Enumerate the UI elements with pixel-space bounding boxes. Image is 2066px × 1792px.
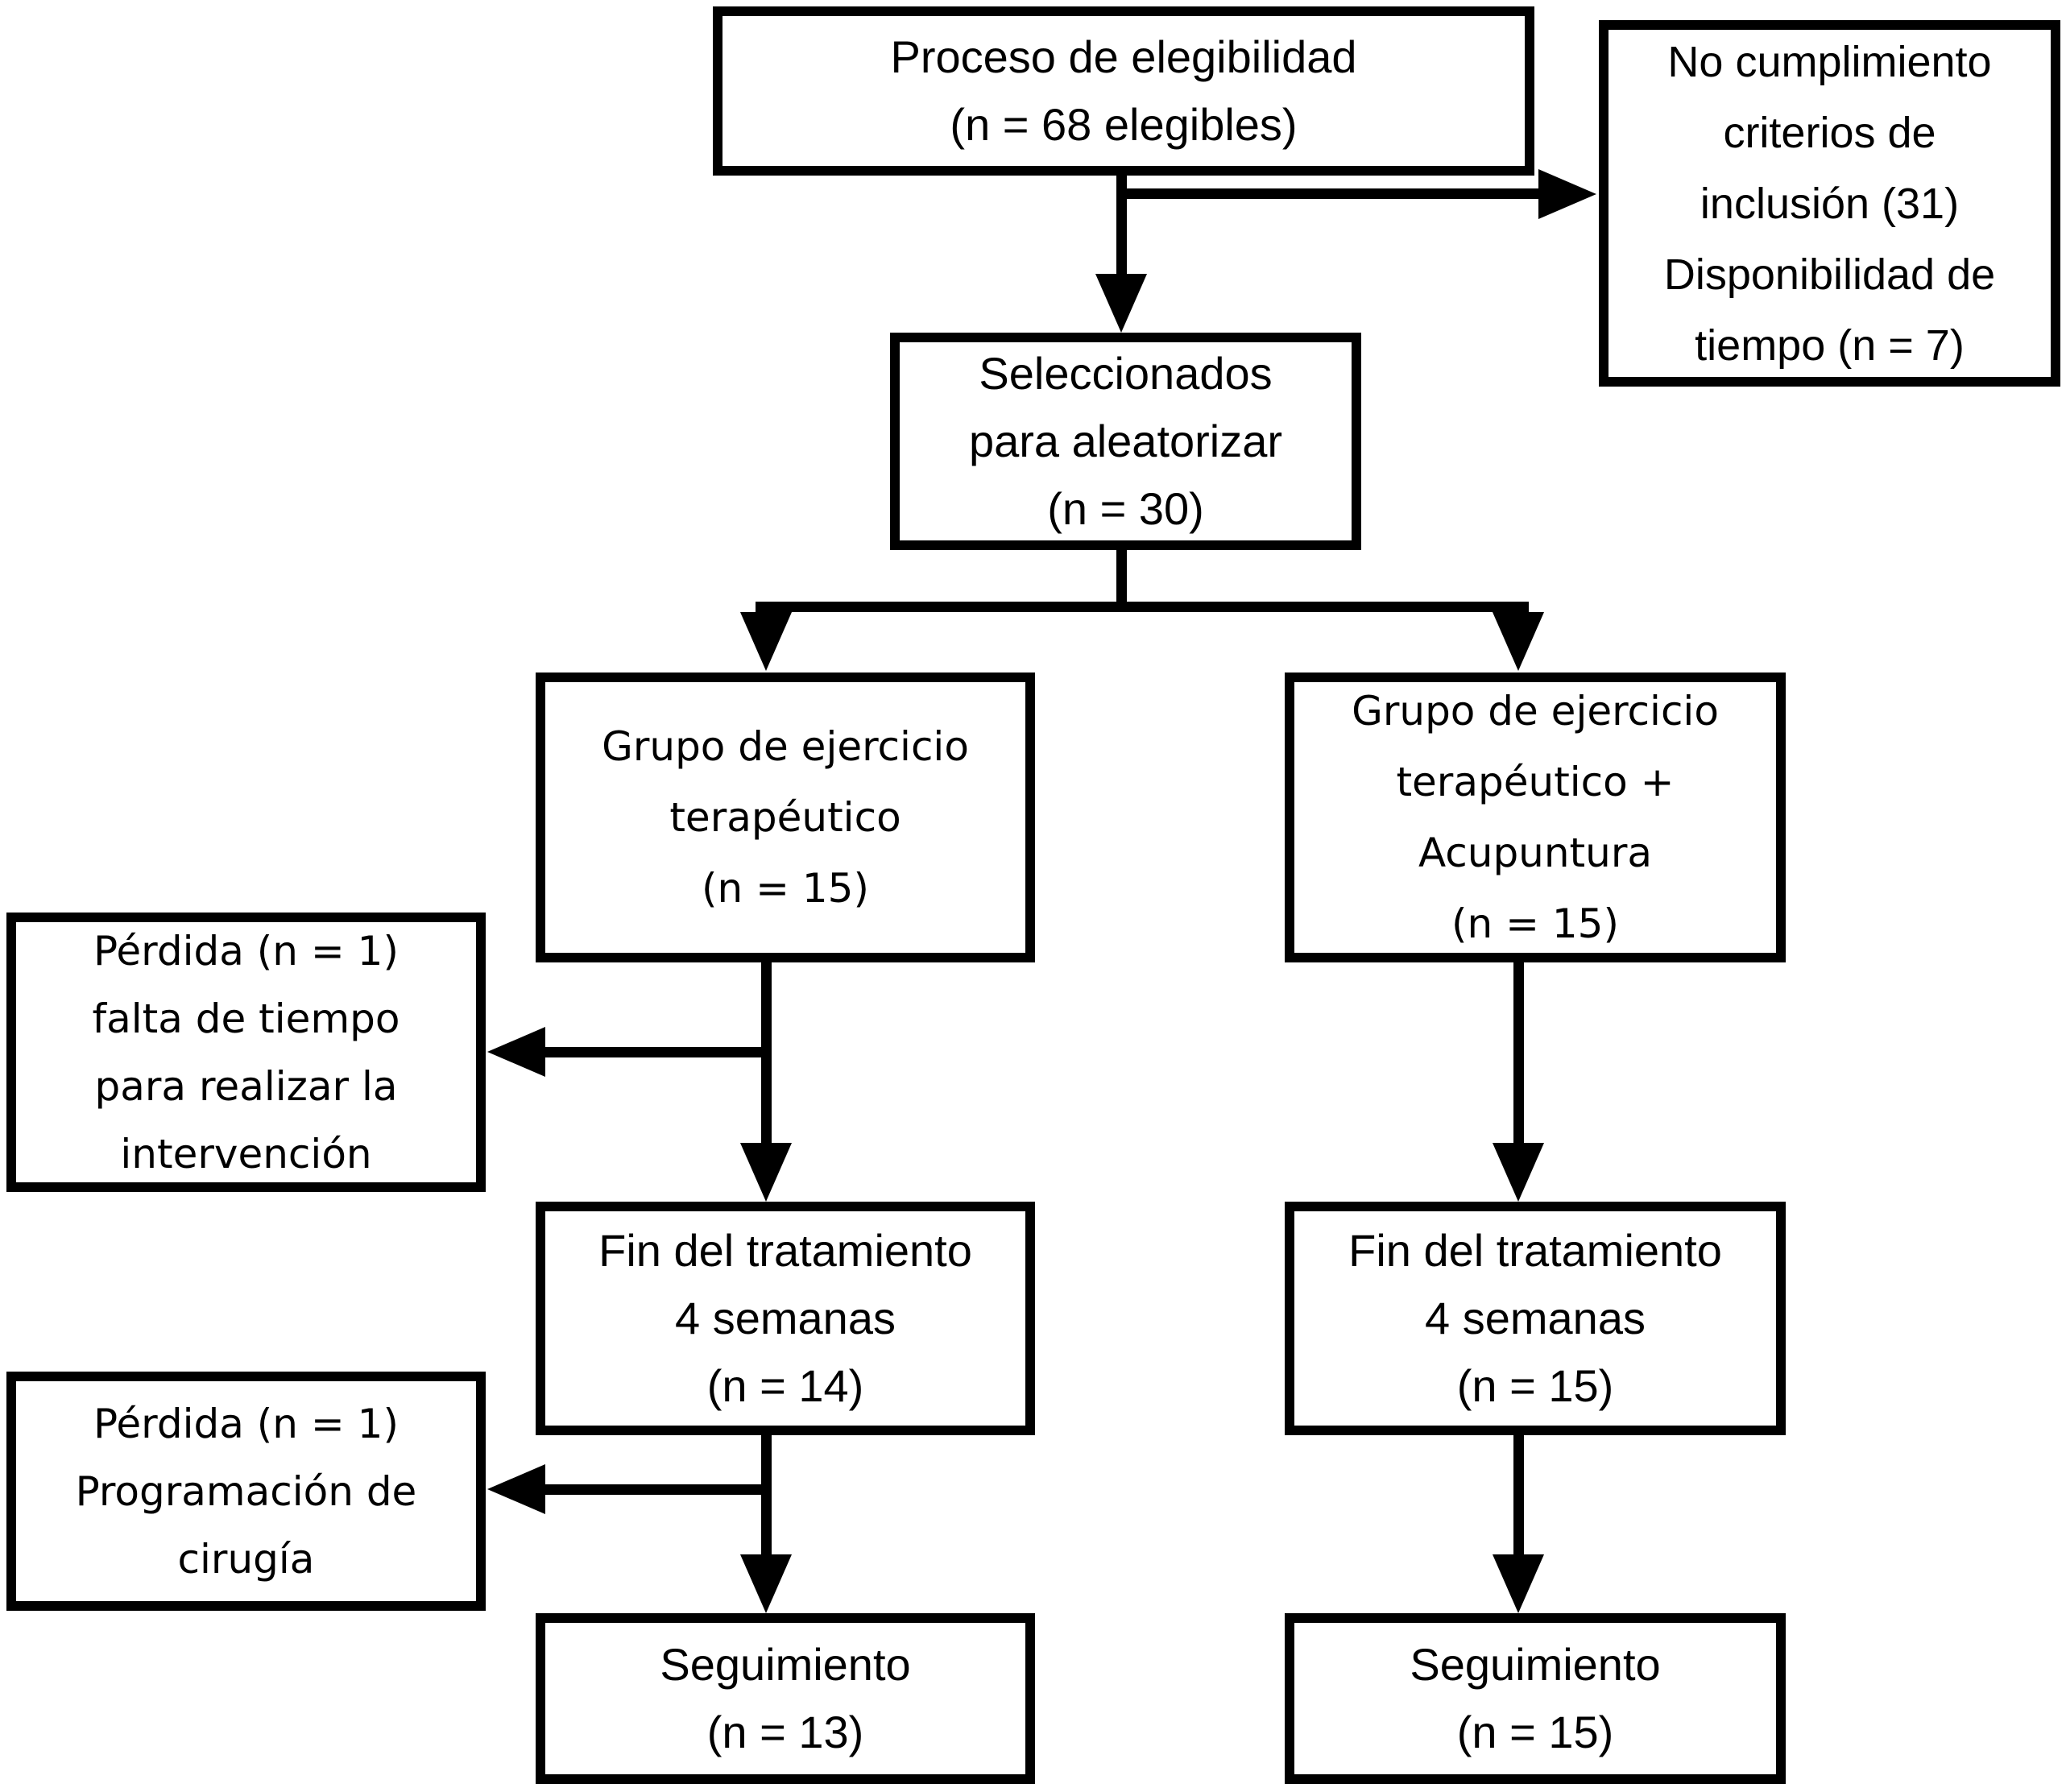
arrowhead-down-to-fin-derecha [1493, 1143, 1544, 1202]
arrowhead-down-to-seguimiento-izquierda [740, 1554, 792, 1613]
arrowhead-down-to-grupo-izquierda [740, 612, 792, 671]
arrowhead-left-to-perdida-2 [487, 1464, 545, 1514]
box-seguimiento-derecha: Seguimiento (n = 15) [1285, 1613, 1786, 1784]
connector-seleccionados-down [1116, 550, 1127, 612]
arrowhead-down-to-fin-izquierda [740, 1143, 792, 1202]
box-proceso-elegibilidad: Proceso de elegibilidad (n = 68 elegible… [713, 6, 1534, 176]
connector-fin-derecha-down [1513, 1435, 1524, 1561]
arrowhead-down-to-seleccionados [1095, 274, 1147, 333]
connector-grupo-derecha-down [1513, 962, 1524, 1150]
connector-fin-izquierda-down [761, 1435, 772, 1561]
connector-split-horizontal [756, 602, 1529, 612]
connector-to-perdida-2 [540, 1484, 772, 1495]
box-no-cumplimiento-criterios-text: No cumplimiento criterios de inclusión (… [1663, 37, 1996, 370]
box-seguimiento-derecha-text: Seguimiento (n = 15) [1410, 1639, 1661, 1757]
box-no-cumplimiento-criterios: No cumplimiento criterios de inclusión (… [1599, 20, 2060, 387]
box-fin-tratamiento-derecha: Fin del tratamiento 4 semanas (n = 15) [1285, 1202, 1786, 1435]
box-seleccionados-aleatorizar-text: Seleccionados para aleatorizar (n = 30) [968, 348, 1283, 534]
box-seguimiento-izquierda: Seguimiento (n = 13) [536, 1613, 1035, 1784]
connector-to-exclusion [1116, 188, 1542, 199]
box-seleccionados-aleatorizar: Seleccionados para aleatorizar (n = 30) [890, 333, 1361, 550]
arrowhead-right-to-exclusion [1538, 169, 1596, 219]
box-grupo-ejercicio-acupuntura-text: Grupo de ejercicio terapéutico + Acupunt… [1352, 688, 1719, 947]
box-fin-tratamiento-izquierda: Fin del tratamiento 4 semanas (n = 14) [536, 1202, 1035, 1435]
box-grupo-ejercicio-acupuntura: Grupo de ejercicio terapéutico + Acupunt… [1285, 673, 1786, 962]
box-grupo-ejercicio-terapeutico-text: Grupo de ejercicio terapéutico (n = 15) [602, 723, 969, 912]
connector-to-perdida-1 [540, 1047, 772, 1057]
box-perdida-programacion-cirugia: Pérdida (n = 1) Programación de cirugía [6, 1372, 486, 1611]
box-fin-tratamiento-izquierda-text: Fin del tratamiento 4 semanas (n = 14) [598, 1225, 972, 1411]
box-proceso-elegibilidad-text: Proceso de elegibilidad (n = 68 elegible… [890, 31, 1357, 150]
box-grupo-ejercicio-terapeutico: Grupo de ejercicio terapéutico (n = 15) [536, 673, 1035, 962]
arrowhead-down-to-grupo-derecha [1493, 612, 1544, 671]
box-perdida-programacion-cirugia-text: Pérdida (n = 1) Programación de cirugía [75, 1400, 417, 1583]
connector-eligibility-down [1116, 171, 1127, 279]
arrowhead-down-to-seguimiento-derecha [1493, 1554, 1544, 1613]
box-seguimiento-izquierda-text: Seguimiento (n = 13) [660, 1639, 911, 1757]
box-perdida-falta-de-tiempo-text: Pérdida (n = 1) falta de tiempo para rea… [92, 927, 400, 1177]
arrowhead-left-to-perdida-1 [487, 1027, 545, 1077]
box-fin-tratamiento-derecha-text: Fin del tratamiento 4 semanas (n = 15) [1348, 1225, 1722, 1411]
box-perdida-falta-de-tiempo: Pérdida (n = 1) falta de tiempo para rea… [6, 913, 486, 1192]
